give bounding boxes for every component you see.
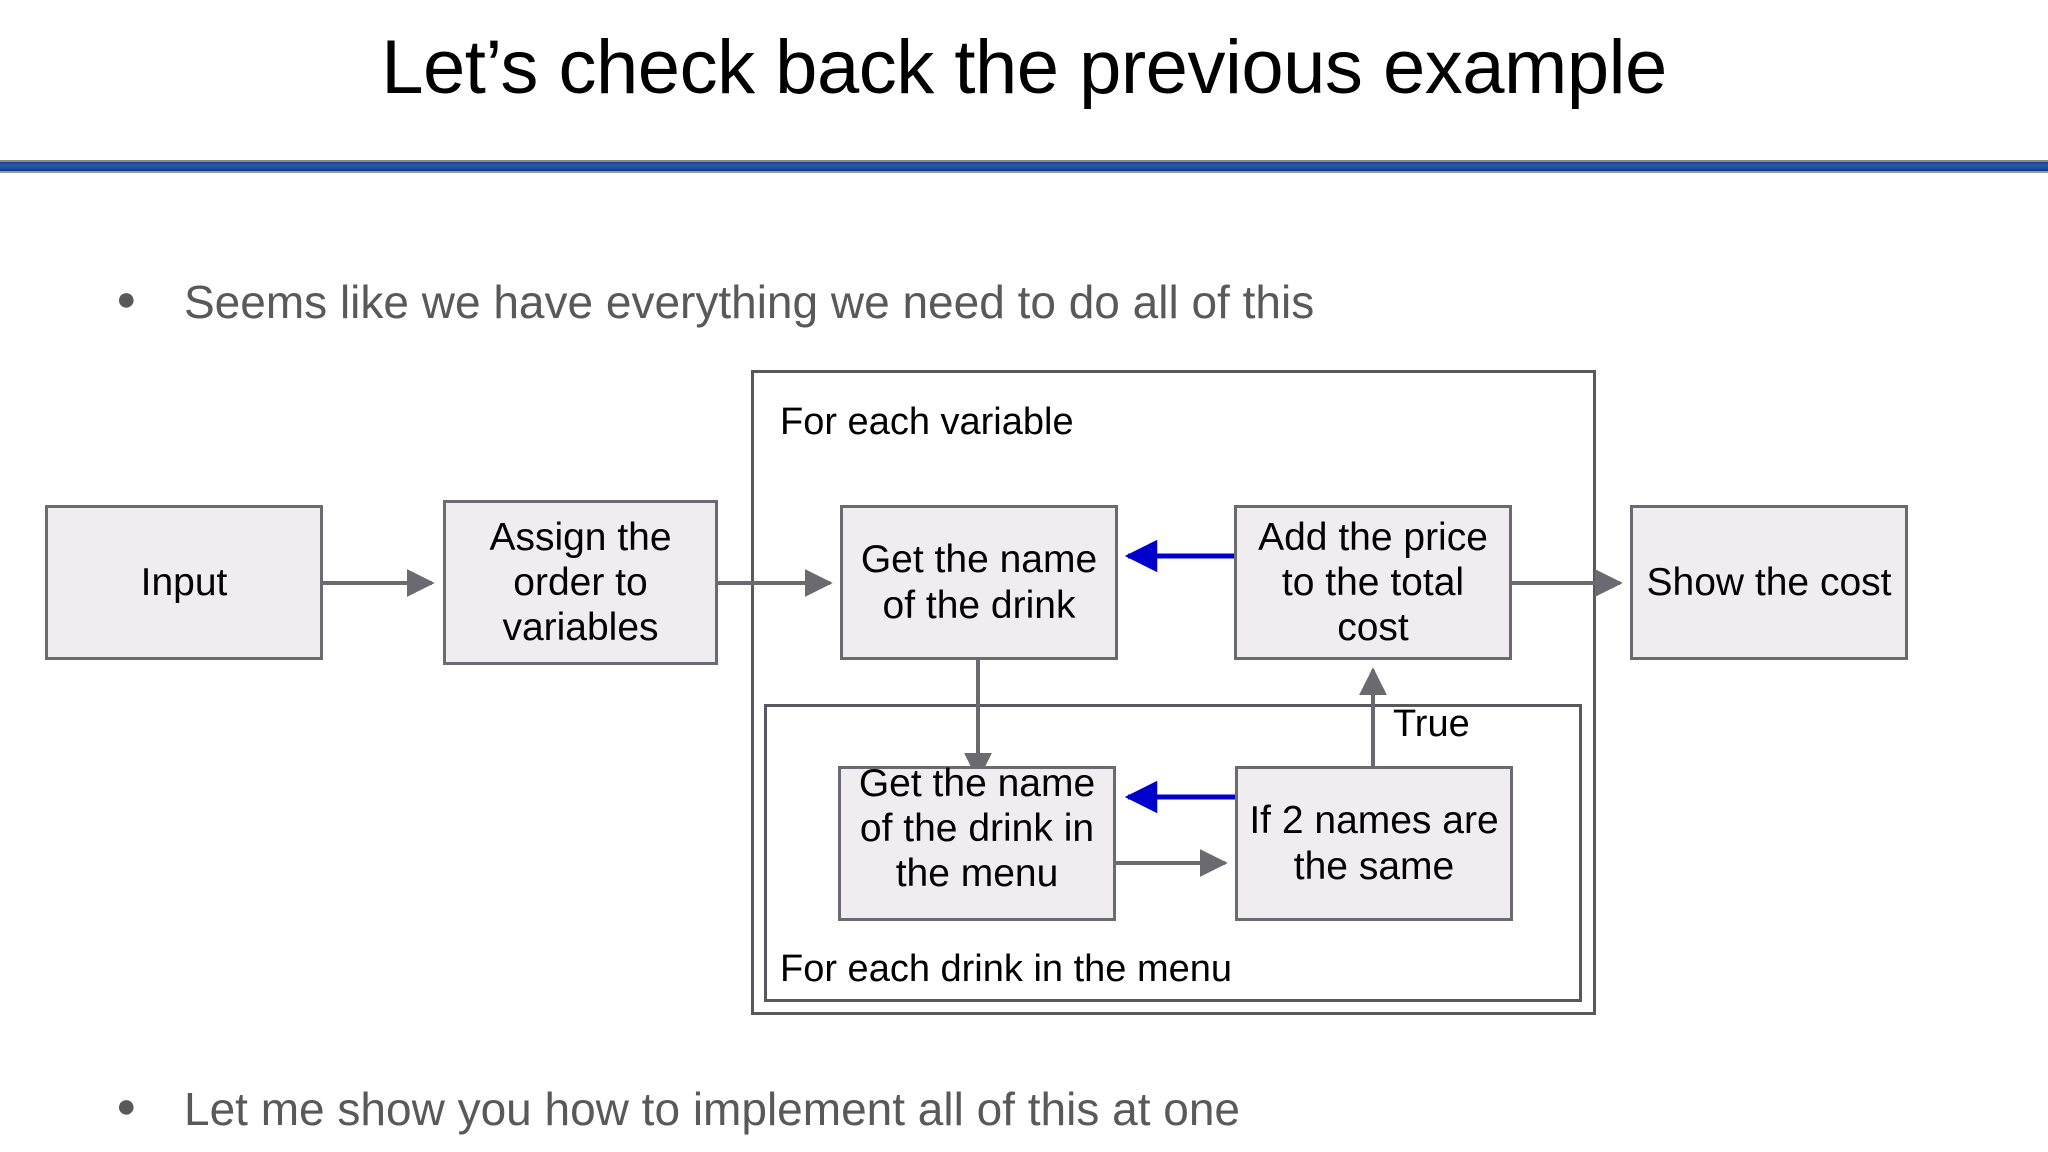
flow-node-assign: Assign the order to variables [443,500,718,665]
title-divider [0,160,2048,173]
flow-node-show-cost-label: Show the cost [1646,560,1892,604]
flow-node-get-menu-name: Get the name of the drink in the menu [838,762,1116,921]
flow-node-show-cost: Show the cost [1630,505,1908,660]
flow-node-assign-label: Assign the order to variables [489,515,672,650]
bullet-item-2: ● Let me show you how to implement all o… [116,1084,1240,1135]
loop-container-for-each-drink [764,704,1582,1002]
page-title: Let’s check back the previous example [381,25,1667,110]
flow-node-get-name: Get the name of the drink [840,505,1118,660]
edge-label-true: True [1393,703,1470,745]
flow-node-input-label: Input [140,560,228,604]
flow-node-get-name-label: Get the name of the drink [860,538,1098,627]
flow-node-add-price: Add the price to the total cost [1234,505,1512,660]
flow-node-get-menu-name-label: Get the name of the drink in the menu [858,762,1096,896]
bullet-text-2: Let me show you how to implement all of … [184,1083,1241,1135]
bullet-item-1: ● Seems like we have everything we need … [116,277,1314,328]
bullet-marker-icon: ● [116,1087,137,1125]
flow-node-if-names-label: If 2 names are the same [1249,799,1499,888]
flow-node-input: Input [45,505,323,660]
bullet-text-1: Seems like we have everything we need to… [184,276,1315,328]
loop-container-for-each-variable [751,370,1596,1015]
loop-label-for-each-drink: For each drink in the menu [780,948,1233,990]
flow-node-if-names: If 2 names are the same [1235,766,1513,921]
flow-node-add-price-label: Add the price to the total cost [1258,515,1488,650]
loop-label-for-each-variable: For each variable [780,401,1074,443]
bullet-marker-icon: ● [116,280,137,318]
